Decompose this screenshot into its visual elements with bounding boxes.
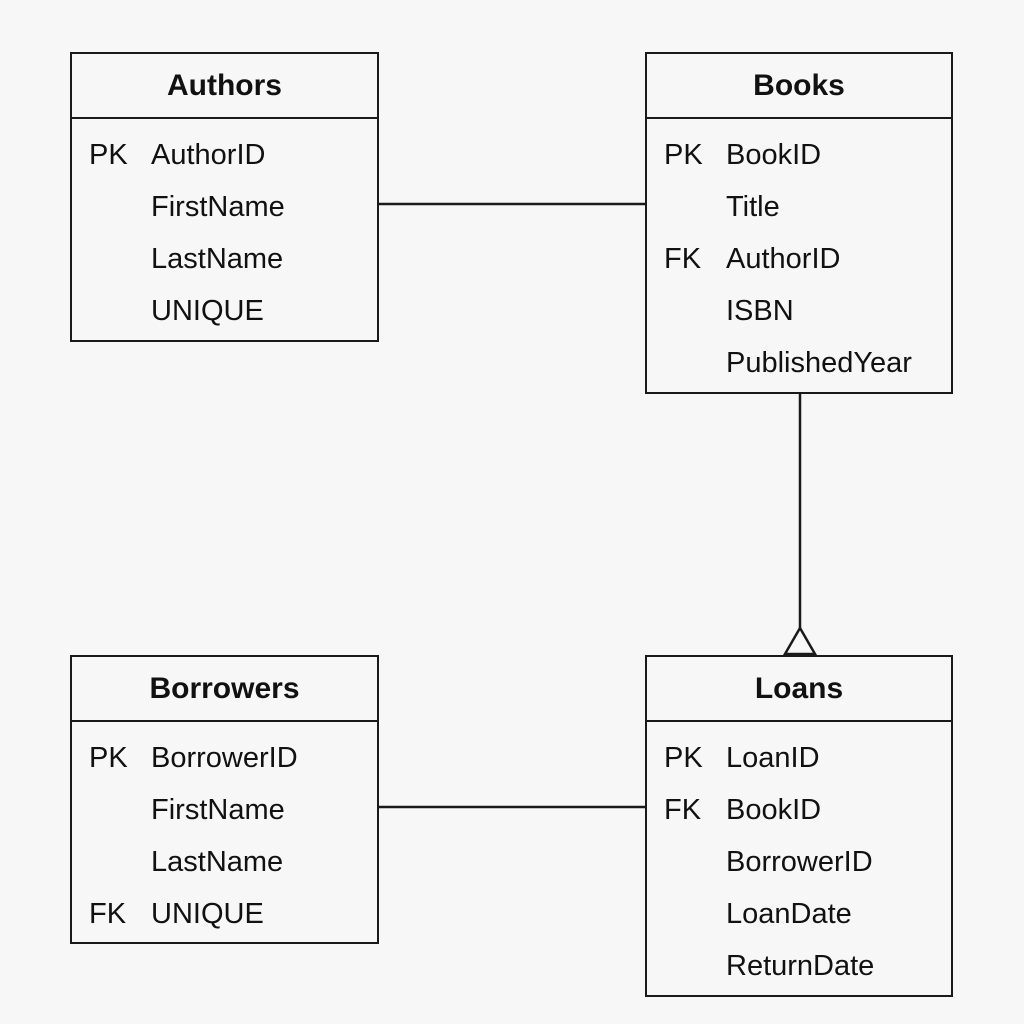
attribute-name: FirstName bbox=[151, 793, 285, 826]
attribute-row[interactable]: FK AuthorID bbox=[647, 233, 951, 285]
attribute-list: PK AuthorID FirstName LastName UNIQUE bbox=[72, 119, 377, 337]
triangle-marker-icon bbox=[782, 625, 818, 656]
attribute-row[interactable]: ISBN bbox=[647, 285, 951, 337]
key-badge: FK bbox=[664, 793, 702, 826]
attribute-name: Title bbox=[726, 190, 780, 223]
attribute-row[interactable]: PK BorrowerID bbox=[72, 732, 377, 784]
attribute-row[interactable]: FK UNIQUE bbox=[72, 888, 377, 940]
key-badge: FK bbox=[664, 242, 702, 275]
attribute-row[interactable]: LoanDate bbox=[647, 888, 951, 940]
attribute-name: ReturnDate bbox=[726, 949, 875, 982]
attribute-row[interactable]: LastName bbox=[72, 836, 377, 888]
attribute-row[interactable]: FirstName bbox=[72, 784, 377, 836]
attribute-row[interactable]: FK BookID bbox=[647, 784, 951, 836]
attribute-name: UNIQUE bbox=[151, 294, 264, 327]
attribute-row[interactable]: Title bbox=[647, 181, 951, 233]
attribute-list: PK BorrowerID FirstName LastName FK UNIQ… bbox=[72, 722, 377, 940]
attribute-row[interactable]: UNIQUE bbox=[72, 285, 377, 337]
attribute-row[interactable]: PK BookID bbox=[647, 129, 951, 181]
entity-loans[interactable]: Loans PK LoanID FK BookID BorrowerID Loa… bbox=[645, 655, 953, 997]
key-badge: FK bbox=[89, 897, 127, 930]
attribute-name: LastName bbox=[151, 845, 284, 878]
attribute-name: BookID bbox=[726, 793, 822, 826]
attribute-row[interactable]: BorrowerID bbox=[647, 836, 951, 888]
attribute-name: BorrowerID bbox=[726, 845, 873, 878]
attribute-row[interactable]: PublishedYear bbox=[647, 337, 951, 389]
entity-title: Books bbox=[647, 54, 951, 119]
attribute-row[interactable]: LastName bbox=[72, 233, 377, 285]
entity-books[interactable]: Books PK BookID Title FK AuthorID ISBN P… bbox=[645, 52, 953, 394]
key-badge: PK bbox=[664, 741, 703, 774]
key-badge: PK bbox=[89, 741, 128, 774]
attribute-name: BookID bbox=[726, 138, 822, 171]
entity-borrowers[interactable]: Borrowers PK BorrowerID FirstName LastNa… bbox=[70, 655, 379, 944]
entity-title: Loans bbox=[647, 657, 951, 722]
attribute-name: LoanDate bbox=[726, 897, 852, 930]
attribute-name: ISBN bbox=[726, 294, 794, 327]
entity-authors[interactable]: Authors PK AuthorID FirstName LastName U… bbox=[70, 52, 379, 342]
key-badge: PK bbox=[89, 138, 128, 171]
attribute-row[interactable]: ReturnDate bbox=[647, 940, 951, 992]
attribute-name: PublishedYear bbox=[726, 346, 912, 379]
attribute-name: BorrowerID bbox=[151, 741, 298, 774]
entity-title: Authors bbox=[72, 54, 377, 119]
attribute-list: PK BookID Title FK AuthorID ISBN Publish… bbox=[647, 119, 951, 389]
attribute-name: AuthorID bbox=[726, 242, 841, 275]
attribute-row[interactable]: FirstName bbox=[72, 181, 377, 233]
attribute-name: LastName bbox=[151, 242, 284, 275]
attribute-name: FirstName bbox=[151, 190, 285, 223]
attribute-row[interactable]: PK AuthorID bbox=[72, 129, 377, 181]
entity-title: Borrowers bbox=[72, 657, 377, 722]
key-badge: PK bbox=[664, 138, 703, 171]
attribute-list: PK LoanID FK BookID BorrowerID LoanDate … bbox=[647, 722, 951, 992]
attribute-row[interactable]: PK LoanID bbox=[647, 732, 951, 784]
attribute-name: AuthorID bbox=[151, 138, 266, 171]
attribute-name: UNIQUE bbox=[151, 897, 264, 930]
attribute-name: LoanID bbox=[726, 741, 820, 774]
